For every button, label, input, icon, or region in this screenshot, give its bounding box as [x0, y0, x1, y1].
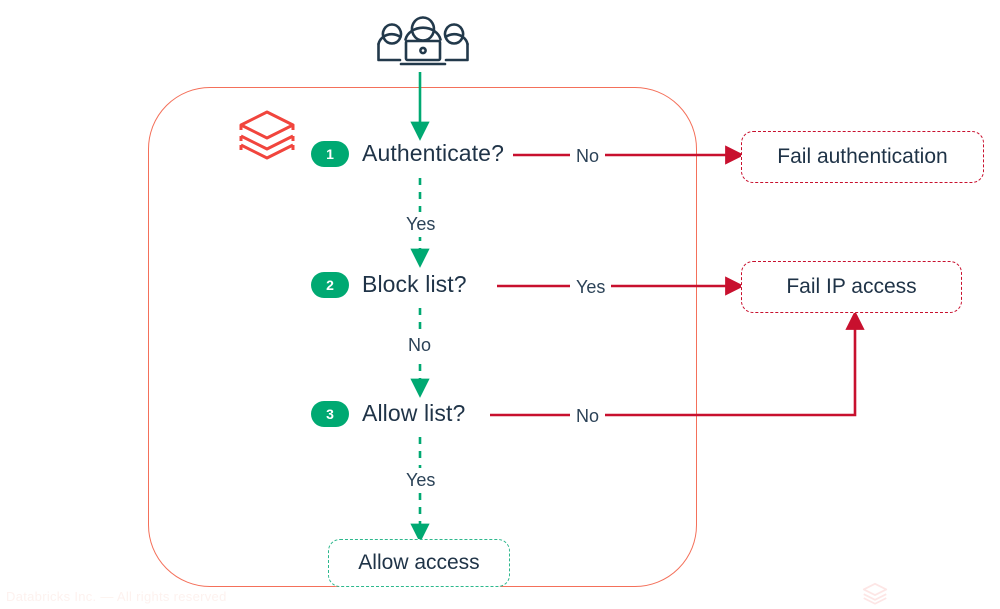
- terminal-fail-ip-access[interactable]: Fail IP access: [741, 261, 962, 313]
- edge-label-blocklist-no: No: [402, 333, 438, 358]
- terminal-label-fail-authentication: Fail authentication: [777, 145, 948, 168]
- step-badge-3: 3: [311, 400, 349, 427]
- databricks-stack-logo: [237, 108, 297, 170]
- footer-copyright: Databricks Inc. — All rights reserved: [6, 589, 227, 604]
- decision-block-list[interactable]: 2 Block list?: [311, 271, 467, 298]
- edge-label-authenticate-yes: Yes: [400, 212, 442, 237]
- edge-label-allowlist-yes: Yes: [400, 468, 442, 493]
- terminal-label-fail-ip-access: Fail IP access: [786, 275, 917, 298]
- terminal-allow-access[interactable]: Allow access: [328, 539, 510, 587]
- decision-label-authenticate: Authenticate?: [362, 140, 504, 166]
- decision-label-block-list: Block list?: [362, 271, 467, 297]
- edge-label-authenticate-no: No: [570, 144, 606, 169]
- step-badge-2: 2: [311, 271, 349, 298]
- decision-authenticate[interactable]: 1 Authenticate?: [311, 140, 504, 167]
- edge-label-blocklist-yes: Yes: [570, 275, 612, 300]
- decision-label-allow-list: Allow list?: [362, 400, 466, 426]
- decision-allow-list[interactable]: 3 Allow list?: [311, 400, 465, 427]
- terminal-fail-authentication[interactable]: Fail authentication: [741, 131, 984, 183]
- edge-label-allowlist-no: No: [570, 404, 606, 429]
- users-with-laptop-icon: [362, 6, 484, 70]
- step-badge-1: 1: [311, 140, 349, 167]
- terminal-label-allow-access: Allow access: [358, 551, 480, 574]
- footer-databricks-logo-watermark: [862, 582, 888, 609]
